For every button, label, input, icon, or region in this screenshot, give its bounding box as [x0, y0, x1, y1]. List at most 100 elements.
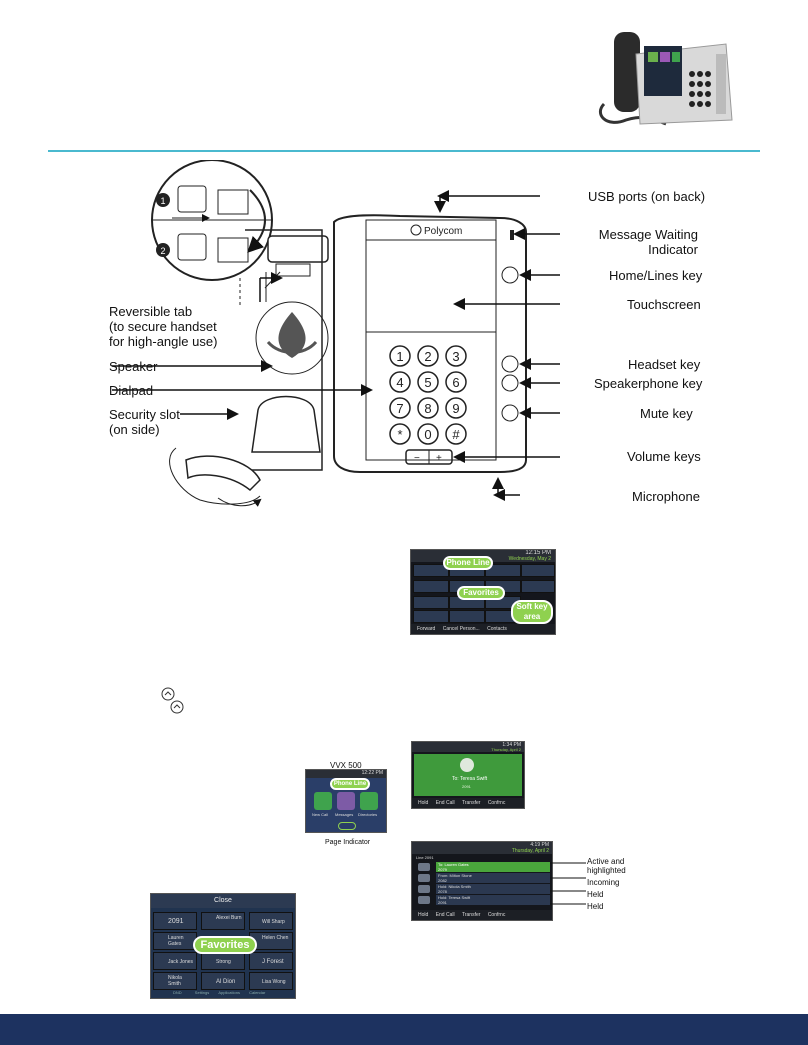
lines-date: Wednesday, May 2 — [508, 556, 551, 562]
call-name: To: Teresa Swift — [452, 776, 488, 782]
softkey-area-tag: Soft key area — [511, 600, 553, 624]
call-row-active[interactable]: To: Lauren Gates 2079 — [436, 862, 550, 872]
page-indicator[interactable] — [338, 822, 356, 830]
reversible-tab-callout: Reversible tab (to secure handset for hi… — [109, 304, 217, 349]
dialpad-key[interactable] — [389, 397, 411, 419]
softkey-confrnc[interactable]: Confrnc — [487, 800, 506, 806]
fav-entry[interactable]: Al Dion — [201, 972, 245, 990]
fav-entry[interactable]: Alexei Burn — [201, 912, 245, 930]
softkey-contacts[interactable]: Contacts — [487, 626, 507, 632]
tab-settings[interactable]: Settings — [194, 990, 210, 995]
softkey-tag-line-2: area — [523, 612, 541, 621]
tab-applications[interactable]: Applications — [218, 990, 240, 995]
favorites-tag: Favorites — [457, 586, 505, 600]
fav-entry-text: Strong — [216, 959, 231, 965]
dialpad-key[interactable] — [417, 423, 439, 445]
softkey-confrnc[interactable]: Confrnc — [487, 912, 506, 918]
fav-entry[interactable]: 2091 — [153, 912, 197, 930]
lines-time: 12:15 PM — [525, 550, 551, 556]
dialpad-key[interactable] — [389, 423, 411, 445]
softkey-hold[interactable]: Hold — [418, 800, 429, 806]
fav-entry[interactable]: Jack Jones — [153, 952, 197, 970]
phone-icon — [418, 874, 430, 882]
fav-entry[interactable]: Nikola Smith — [153, 972, 197, 990]
dialpad-key[interactable] — [417, 371, 439, 393]
calls-screen: 4:19 PM Thursday, April 2 Line 2091 To: … — [411, 841, 553, 921]
reversible-line-1: Reversible tab — [109, 304, 193, 319]
active-call-panel[interactable]: To: Teresa Swift 2091 — [414, 754, 522, 796]
fav-entry[interactable]: Lisa Wong — [249, 972, 293, 990]
dialpad-key[interactable] — [417, 345, 439, 367]
section-rule — [48, 150, 760, 152]
phone-line-tag: Phone Line — [443, 556, 493, 570]
tab-dnd[interactable]: DND — [173, 990, 182, 995]
messages-icon[interactable] — [337, 792, 355, 810]
fav-entry-text: 2091 — [168, 918, 184, 925]
softkey-transfer[interactable]: Transfer — [461, 800, 481, 806]
home-screen: 12:22 PM Phone Line New Call Messages Di… — [305, 769, 387, 833]
fav-tabs: DND Settings Applications Calendar — [151, 990, 295, 998]
close-bar[interactable]: Close — [151, 894, 295, 908]
dialpad-key[interactable] — [417, 397, 439, 419]
softkey-forward[interactable]: Forward — [417, 626, 436, 632]
softkey-cancel[interactable]: Cancel Person... — [442, 626, 480, 632]
dialpad-key[interactable] — [445, 397, 467, 419]
dialpad-key[interactable] — [445, 371, 467, 393]
home-phone-line-tag: Phone Line — [330, 778, 370, 790]
mwi-callout: Message Waiting Indicator — [578, 227, 698, 257]
softkey-end-call[interactable]: End Call — [435, 800, 455, 806]
speakerphone-callout: Speakerphone key — [594, 376, 703, 391]
step-1-label: 1 — [160, 196, 165, 206]
phone-icon — [418, 885, 430, 893]
fav-entry[interactable]: J Forest — [249, 952, 293, 970]
dialpad-key[interactable] — [445, 423, 467, 445]
step-2-label: 2 — [160, 246, 165, 256]
fav-cell[interactable] — [521, 580, 555, 593]
softkey-end-call[interactable]: End Call — [435, 912, 455, 918]
model-label: VVX 500 — [330, 761, 362, 770]
dialpad-key-label: 2 — [424, 349, 431, 364]
dialpad-key-label: 9 — [452, 401, 459, 416]
fav-cell[interactable] — [449, 610, 485, 623]
fav-entry[interactable]: Strong — [201, 952, 245, 970]
directories-label: Directories — [358, 812, 378, 817]
directories-icon[interactable] — [360, 792, 378, 810]
call-row-incoming[interactable]: From: Milton Stone 2082 — [436, 873, 550, 883]
dialpad-key[interactable] — [389, 371, 411, 393]
fav-cell[interactable] — [413, 596, 449, 609]
calls-softkeys: Hold End Call Transfer Confrnc — [412, 910, 552, 920]
security-line-1: Security slot — [109, 407, 180, 422]
call-0-name: To: Lauren Gates — [438, 862, 469, 867]
call-2-number: 2078 — [438, 889, 447, 894]
line-cell[interactable] — [413, 564, 449, 577]
svg-text:−: − — [414, 453, 420, 464]
fav-cell[interactable] — [485, 564, 521, 577]
fav-cell[interactable] — [413, 610, 449, 623]
new-call-icon[interactable] — [314, 792, 332, 810]
fav-entry[interactable]: Lauren Gates — [153, 932, 197, 950]
state-active-line-1: Active and — [587, 857, 625, 866]
dialpad-key[interactable] — [445, 345, 467, 367]
softkey-hold[interactable]: Hold — [418, 912, 429, 918]
fav-cell[interactable] — [413, 580, 449, 593]
touchscreen-callout: Touchscreen — [627, 297, 701, 312]
fav-entry[interactable]: Will Sharp — [249, 912, 293, 930]
fav-entry-text: Jack Jones — [168, 959, 194, 965]
softkey-transfer[interactable]: Transfer — [461, 912, 481, 918]
phone-photo — [598, 32, 733, 126]
call-0-number: 2079 — [438, 867, 447, 872]
call-row-held[interactable]: Hold: Nikola Smith 2078 — [436, 884, 550, 894]
fav-entry-text: Lisa Wong — [262, 979, 286, 985]
dialpad-key-label: 7 — [396, 401, 403, 416]
calls-date: Thursday, April 2 — [511, 848, 549, 854]
microphone-callout: Microphone — [632, 489, 700, 504]
tab-calendar[interactable]: Calendar — [249, 990, 266, 995]
fav-cell[interactable] — [521, 564, 555, 577]
dialpad-key[interactable] — [389, 345, 411, 367]
call-row-held[interactable]: Hold: Teresa Swift 2091 — [436, 895, 550, 905]
phone-icon — [418, 896, 430, 904]
page-indicator-label: Page Indicator — [325, 839, 371, 846]
fav-favorites-tag: Favorites — [193, 936, 257, 954]
home-key-icons — [161, 687, 184, 714]
